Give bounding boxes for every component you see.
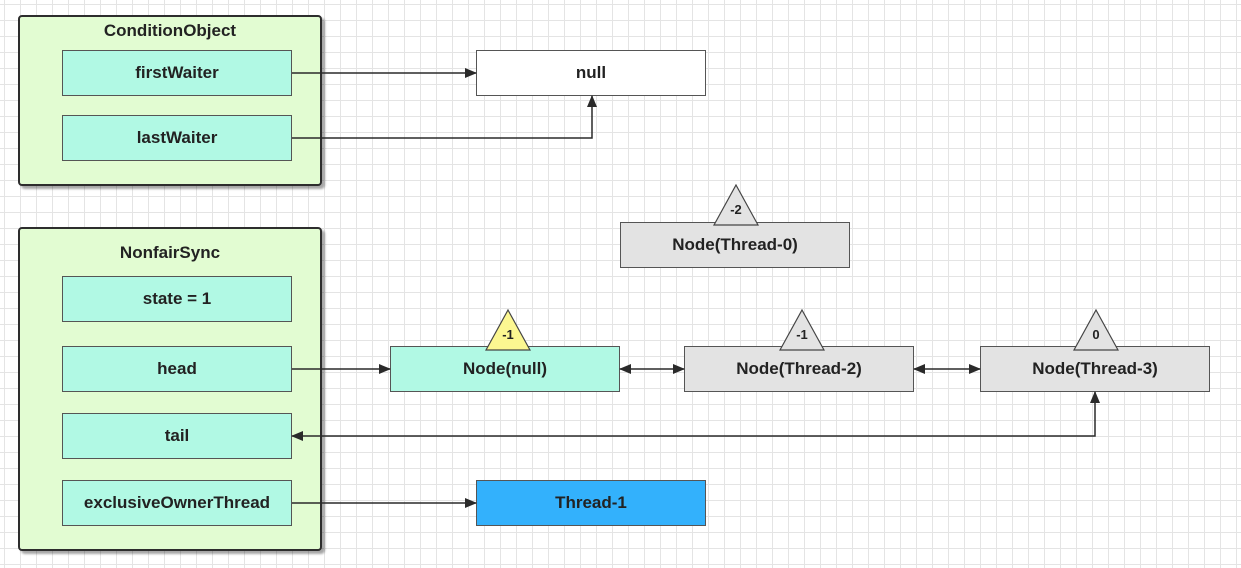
status-triangle-null bbox=[485, 309, 531, 351]
thread-1-box[interactable]: Thread-1 bbox=[476, 480, 706, 526]
status-triangle-thread-0 bbox=[713, 184, 759, 226]
last-waiter-field[interactable]: lastWaiter bbox=[62, 115, 292, 161]
status-label-thread-0: -2 bbox=[730, 202, 742, 217]
head-field[interactable]: head bbox=[62, 346, 292, 392]
node-thread-3[interactable]: Node(Thread-3) bbox=[980, 346, 1210, 392]
condition-object-title: ConditionObject bbox=[103, 21, 237, 40]
tail-arrow bbox=[291, 391, 1100, 441]
exclusive-owner-thread-field[interactable]: exclusiveOwnerThread bbox=[62, 480, 292, 526]
status-label-null: -1 bbox=[502, 327, 514, 342]
first-waiter-field[interactable]: firstWaiter bbox=[62, 50, 292, 96]
nonfair-sync-title: NonfairSync bbox=[119, 243, 221, 262]
state-field[interactable]: state = 1 bbox=[62, 276, 292, 322]
status-triangle-thread-3 bbox=[1073, 309, 1119, 351]
status-label-thread-3: 0 bbox=[1092, 327, 1100, 342]
node-thread-0[interactable]: Node(Thread-0) bbox=[620, 222, 850, 268]
tail-field[interactable]: tail bbox=[62, 413, 292, 459]
status-triangle-thread-2 bbox=[779, 309, 825, 351]
status-label-thread-2: -1 bbox=[796, 327, 808, 342]
last-waiter-arrow bbox=[292, 95, 597, 139]
